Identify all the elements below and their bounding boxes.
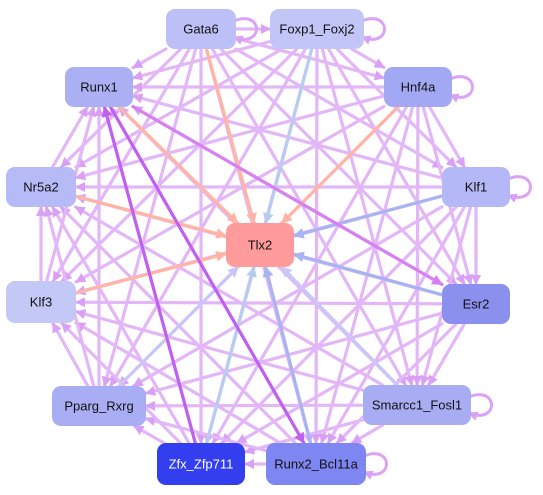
edge-gata6-runx1 [131, 47, 168, 70]
edge-nr5a2-runx1 [50, 105, 90, 169]
node-label: Klf3 [30, 295, 52, 310]
edge-smarcc1_fosl1-klf3 [74, 309, 365, 392]
node-klf3: Klf3 [6, 281, 76, 323]
self-loop-smarcc1_fosl1 [468, 393, 493, 421]
edge-esr2-smarcc1_fosl1 [427, 322, 466, 387]
node-label: Klf1 [465, 180, 487, 195]
node-box [226, 223, 294, 267]
node-nr5a2: Nr5a2 [6, 167, 76, 207]
edge-hnf4a-klf3 [74, 104, 386, 284]
node-tlx2: Tlx2 [226, 223, 294, 267]
edge-runx1-to-tlx2 [117, 105, 240, 225]
node-smarcc1-fosl1: Smarcc1_Fosl1 [363, 385, 471, 425]
edge-esr2-pparg_rxrg [144, 311, 444, 396]
edge-klf1-to-tlx2 [292, 194, 444, 239]
node-label: Foxp1_Foxj2 [279, 22, 354, 37]
edge-gata6-to-tlx2 [204, 47, 257, 225]
node-box [157, 443, 245, 485]
node-box [442, 284, 510, 324]
node-box [65, 67, 133, 107]
edge-smarcc1_fosl1-pparg_rxrg [144, 400, 365, 411]
node-zfx-zfp711: Zfx_Zfp711 [157, 443, 245, 485]
node-box [166, 9, 236, 49]
edge-gata6-smarcc1_fosl1 [210, 47, 408, 387]
node-label: Tlx2 [248, 238, 273, 253]
edge-runx1-to-esr2 [131, 104, 444, 286]
edge-foxp1_foxj2-to-tlx2 [263, 47, 314, 225]
node-label: Hnf4a [401, 80, 436, 95]
node-box [6, 281, 76, 323]
edge-smarcc1_fosl1-nr5a2 [73, 205, 385, 387]
edge-runx2_bcl11a-to-tlx2 [262, 265, 313, 445]
highlight-edge-layer [74, 47, 444, 445]
edge-nr5a2-to-tlx2 [74, 194, 228, 239]
edge-pparg_rxrg-to-tlx2 [117, 265, 240, 388]
self-loop-hnf4a [449, 75, 474, 103]
node-box [442, 167, 510, 207]
node-gata6: Gata6 [166, 9, 236, 49]
node-label: Runx2_Bcl11a [274, 457, 358, 472]
node-runx1: Runx1 [65, 67, 133, 107]
edge-esr2-to-tlx2 [292, 251, 444, 297]
node-label: Nr5a2 [23, 180, 58, 195]
edge-zfx_zfp711-nr5a2 [50, 205, 191, 445]
edge-foxp1_foxj2-hnf4a [350, 47, 386, 70]
node-box [6, 167, 76, 207]
edge-foxp1_foxj2-runx2_bcl11a [310, 47, 322, 445]
edge-smarcc1_fosl1-runx2_bcl11a [350, 423, 385, 445]
node-box [384, 67, 452, 107]
node-box [270, 9, 364, 49]
edge-hnf4a-to-tlx2 [280, 105, 400, 225]
node-box [363, 385, 471, 425]
edge-runx1-to-runx2_bcl11a [108, 105, 306, 445]
edge-zfx_zfp711-to-tlx2 [205, 265, 257, 445]
edge-zfx_zfp711-to-runx1 [101, 105, 197, 445]
edge-klf1-pparg_rxrg [131, 205, 444, 388]
edge-hnf4a-klf1 [428, 105, 466, 169]
node-runx2-bcl11a: Runx2_Bcl11a [266, 443, 366, 485]
node-label: Esr2 [463, 297, 490, 312]
node-label: Smarcc1_Fosl1 [372, 398, 462, 413]
node-label: Pparg_Rxrg [64, 399, 133, 414]
node-klf1: Klf1 [442, 167, 510, 207]
edge-runx2_bcl11a-pparg_rxrg [144, 416, 268, 453]
edge-zfx_zfp711-pparg_rxrg [132, 424, 166, 445]
node-layer: Tlx2 Gata6 Foxp1_Foxj2Hnf4aKlf1Esr2Smarcc1… [6, 9, 510, 485]
node-pparg-rxrg: Pparg_Rxrg [52, 386, 146, 426]
node-hnf4a: Hnf4a [384, 67, 452, 107]
self-loop-layer [233, 17, 532, 480]
self-loop-runx2_bcl11a [363, 452, 388, 480]
node-label: Runx1 [80, 80, 118, 95]
edge-hnf4a-zfx_zfp711 [211, 105, 409, 445]
node-foxp1-foxj2: Foxp1_Foxj2 [270, 9, 364, 49]
edge-pparg_rxrg-klf3 [51, 321, 90, 388]
node-box [266, 443, 366, 485]
node-box [52, 386, 146, 426]
node-label: Zfx_Zfp711 [169, 457, 234, 472]
edge-smarcc1_fosl1-to-tlx2 [280, 265, 399, 387]
edge-esr2-klf3 [74, 297, 444, 308]
edge-foxp1_foxj2-runx1 [131, 39, 272, 81]
node-esr2: Esr2 [442, 284, 510, 324]
self-loop-foxp1_foxj2 [361, 17, 386, 45]
self-loop-klf1 [507, 175, 532, 203]
self-loop-gata6 [233, 17, 258, 45]
node-label: Gata6 [183, 22, 218, 37]
